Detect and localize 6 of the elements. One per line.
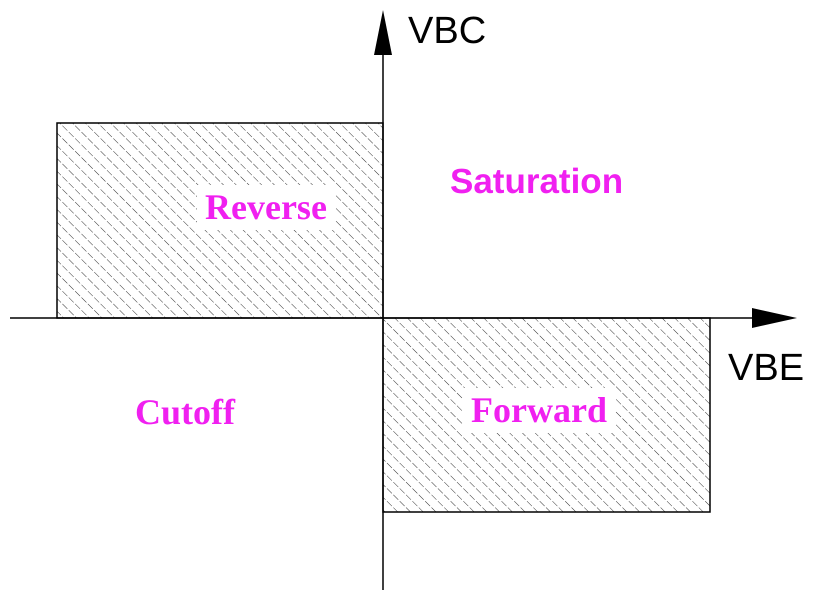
- region-label: Reverse: [197, 185, 335, 230]
- axis-label: VBE: [728, 346, 804, 391]
- region-label: Cutoff: [135, 391, 235, 434]
- axis-label: VBC: [408, 9, 486, 54]
- region-label: Saturation: [450, 161, 624, 203]
- region-label: Forward: [463, 388, 615, 433]
